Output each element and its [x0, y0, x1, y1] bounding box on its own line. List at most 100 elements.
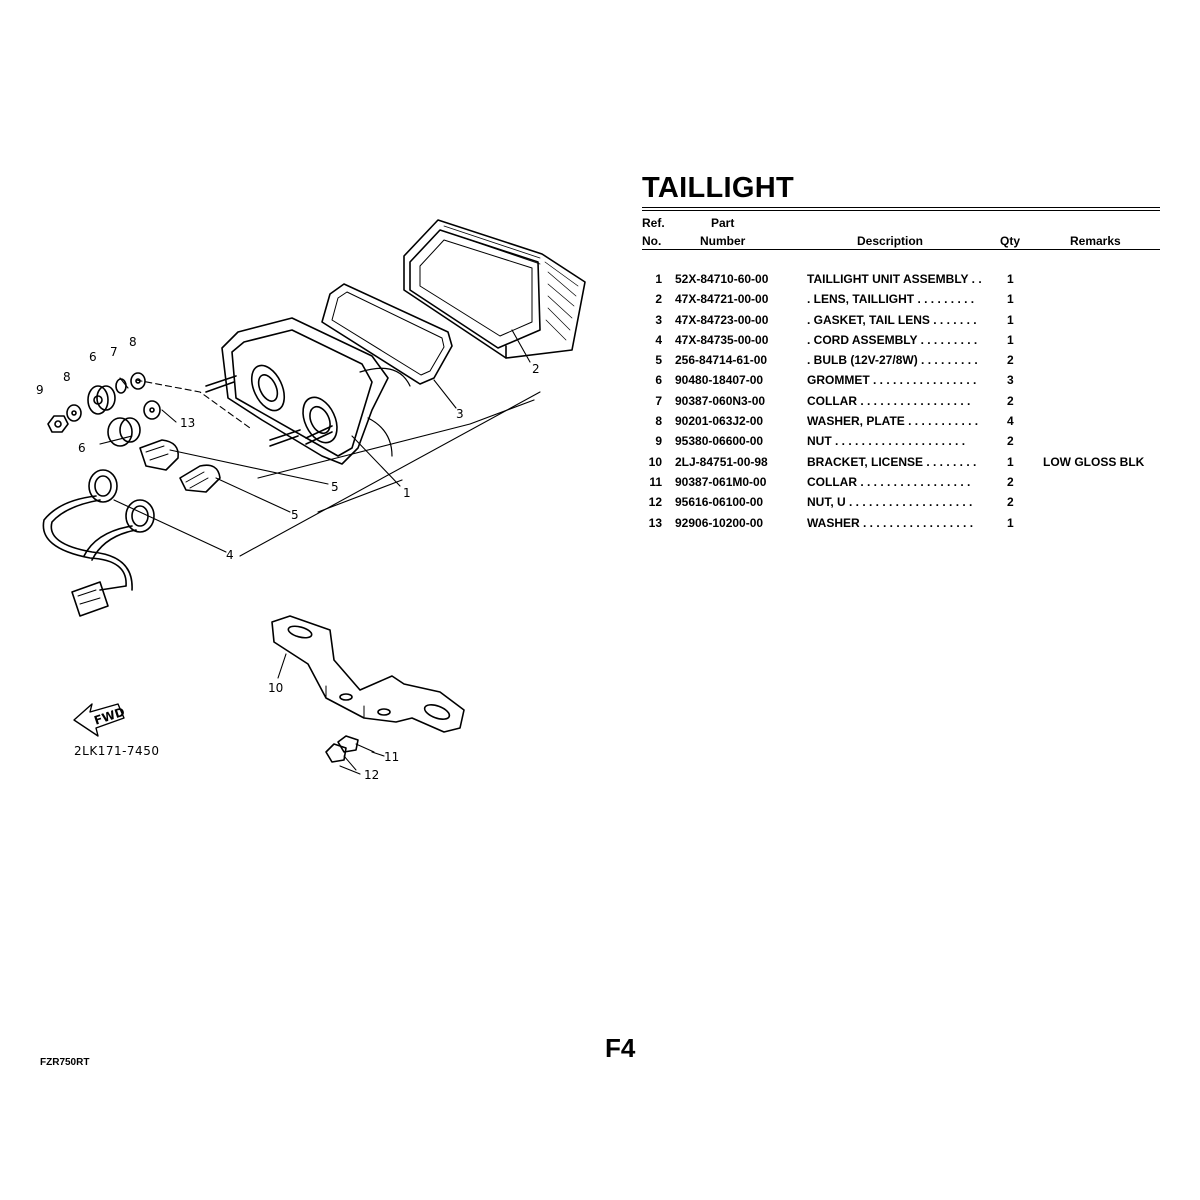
cell-qty: 1: [1007, 292, 1014, 307]
cell-part-number: 90480-18407-00: [675, 373, 764, 388]
callout-1: 1: [403, 486, 411, 500]
callout-5-upper: 5: [331, 480, 339, 494]
leader-lines: [99, 329, 541, 775]
callout-8-left: 8: [63, 370, 71, 384]
cell-part-number: 90387-060N3-00: [675, 393, 766, 408]
cell-qty: 2: [1007, 393, 1014, 408]
exploded-parts-diagram: FWD 2 3 1 5 5 4 9 8 6 7 8 13 6 10 11 12 …: [0, 0, 640, 820]
callout-2: 2: [532, 362, 540, 376]
table-row: 8 90201-063J2-00 WASHER, PLATE . . . . .…: [642, 414, 1160, 434]
section-title: TAILLIGHT: [642, 172, 794, 204]
callout-7: 7: [110, 345, 118, 359]
cell-ref: 13: [648, 515, 662, 530]
callout-6-lower: 6: [78, 441, 86, 455]
cell-part-number: 95616-06100-00: [675, 495, 764, 510]
callout-labels: 2 3 1 5 5 4 9 8 6 7 8 13 6 10 11 12 2LK1…: [36, 335, 540, 782]
cell-part-number: 47X-84735-00-00: [675, 332, 769, 347]
drawing-code: 2LK171-7450: [74, 744, 159, 758]
table-row: 2 47X-84721-00-00 . LENS, TAILLIGHT . . …: [642, 292, 1160, 312]
cell-part-number: 90201-063J2-00: [675, 414, 764, 429]
callout-8-right: 8: [129, 335, 137, 349]
model-code: FZR750RT: [40, 1057, 90, 1068]
callout-5-lower: 5: [291, 508, 299, 522]
cell-ref: 2: [655, 292, 662, 307]
cell-ref: 10: [648, 454, 662, 469]
cell-description: TAILLIGHT UNIT ASSEMBLY . .: [807, 272, 982, 286]
cell-ref: 4: [655, 332, 662, 347]
cell-description: WASHER, PLATE . . . . . . . . . . .: [807, 414, 979, 429]
callout-4: 4: [226, 548, 234, 562]
cell-description: NUT, U . . . . . . . . . . . . . . . . .…: [807, 495, 973, 510]
cell-description: . BULB (12V-27/8W) . . . . . . . . .: [807, 353, 978, 368]
small-hardware-drawings: [47, 372, 161, 447]
cell-description: COLLAR . . . . . . . . . . . . . . . . .: [807, 474, 971, 489]
callout-11: 11: [384, 750, 399, 764]
callout-3: 3: [456, 407, 464, 421]
table-row: 12 95616-06100-00 NUT, U . . . . . . . .…: [642, 495, 1160, 515]
cell-ref: 11: [649, 474, 662, 489]
table-row: 6 90480-18407-00 GROMMET . . . . . . . .…: [642, 373, 1160, 393]
table-row: 4 47X-84735-00-00 . CORD ASSEMBLY . . . …: [642, 333, 1160, 353]
cell-qty: 2: [1007, 495, 1014, 510]
cell-ref: 12: [648, 495, 662, 510]
cell-description: COLLAR . . . . . . . . . . . . . . . . .: [807, 393, 971, 408]
table-row: 5 256-84714-61-00 . BULB (12V-27/8W) . .…: [642, 353, 1160, 373]
cell-qty: 1: [1007, 312, 1014, 327]
table-row: 10 2LJ-84751-00-98 BRACKET, LICENSE . . …: [642, 455, 1160, 475]
cell-ref: 1: [655, 272, 662, 286]
cell-ref: 8: [655, 414, 662, 429]
cell-part-number: 52X-84710-60-00: [675, 272, 769, 286]
header-rule: [642, 249, 1160, 250]
callout-9: 9: [36, 383, 44, 397]
header-remarks: Remarks: [1070, 234, 1121, 248]
cell-description: . LENS, TAILLIGHT . . . . . . . . .: [807, 292, 975, 307]
callout-12: 12: [364, 768, 379, 782]
table-row: 3 47X-84723-00-00 . GASKET, TAIL LENS . …: [642, 313, 1160, 333]
cell-part-number: 92906-10200-00: [675, 515, 764, 530]
header-qty: Qty: [1000, 234, 1021, 248]
cell-ref: 6: [655, 373, 662, 388]
cell-qty: 2: [1007, 434, 1014, 449]
cell-remarks: LOW GLOSS BLK: [1043, 454, 1145, 469]
cell-description: GROMMET . . . . . . . . . . . . . . . .: [807, 373, 977, 388]
cell-part-number: 47X-84723-00-00: [675, 312, 769, 327]
header-part-line1: Part: [711, 216, 735, 230]
fwd-arrow: FWD: [73, 703, 127, 737]
lens-taillight-drawing: [403, 219, 586, 359]
title-rule-top: [642, 207, 1160, 208]
fwd-arrow-text: FWD: [92, 705, 126, 728]
cell-part-number: 90387-061M0-00: [675, 474, 767, 489]
title-rule-bottom: [642, 210, 1160, 211]
table-row: 13 92906-10200-00 WASHER . . . . . . . .…: [642, 516, 1160, 536]
cell-part-number: 47X-84721-00-00: [675, 292, 769, 307]
header-description: Description: [857, 234, 924, 248]
header-ref-line2: No.: [642, 234, 662, 248]
cell-part-number: 2LJ-84751-00-98: [675, 454, 768, 469]
cell-qty: 1: [1007, 332, 1014, 347]
table-row: 9 95380-06600-00 NUT . . . . . . . . . .…: [642, 434, 1160, 454]
header-part-line2: Number: [700, 234, 746, 248]
callout-13: 13: [180, 416, 195, 430]
cell-part-number: 256-84714-61-00: [675, 353, 768, 368]
cell-description: NUT . . . . . . . . . . . . . . . . . . …: [807, 434, 966, 449]
cell-description: . GASKET, TAIL LENS . . . . . . .: [807, 312, 977, 327]
license-bracket-drawing: [271, 615, 465, 771]
cell-ref: 5: [655, 353, 662, 368]
cell-ref: 3: [655, 312, 662, 327]
table-row: 11 90387-061M0-00 COLLAR . . . . . . . .…: [642, 475, 1160, 495]
cell-ref: 9: [655, 434, 662, 449]
parts-table-body: 1 52X-84710-60-00 TAILLIGHT UNIT ASSEMBL…: [642, 272, 1160, 536]
cell-description: BRACKET, LICENSE . . . . . . . .: [807, 454, 977, 469]
bulb-drawings: [139, 439, 221, 493]
cell-qty: 3: [1007, 373, 1014, 388]
cell-qty: 1: [1007, 272, 1014, 286]
cell-description: . CORD ASSEMBLY . . . . . . . . .: [807, 332, 978, 347]
cell-part-number: 95380-06600-00: [675, 434, 764, 449]
cell-ref: 7: [655, 393, 662, 408]
table-row: 7 90387-060N3-00 COLLAR . . . . . . . . …: [642, 394, 1160, 414]
cell-qty: 4: [1007, 414, 1014, 429]
gasket-drawing: [321, 283, 453, 385]
cord-assembly-drawing: [42, 469, 155, 617]
cell-qty: 2: [1007, 353, 1014, 368]
cell-qty: 2: [1007, 474, 1014, 489]
